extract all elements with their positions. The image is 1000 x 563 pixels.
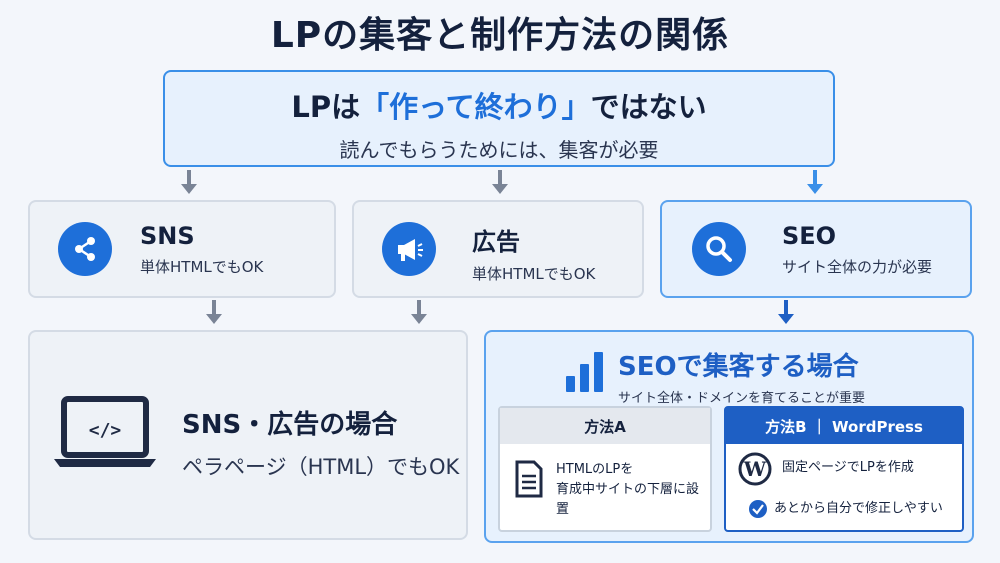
bar-chart-icon <box>562 348 608 398</box>
method-b-line1: 固定ページでLPを作成 <box>782 460 914 475</box>
top-subtitle: 読んでもらうためには、集客が必要 <box>339 138 659 162</box>
method-b-line2: あとから自分で修正しやすい <box>774 501 943 516</box>
document-icon <box>514 460 544 502</box>
seo-case-subtitle: サイト全体・ドメインを育てることが重要 <box>618 391 866 406</box>
svg-text:</>: </> <box>89 420 122 441</box>
method-b-card: 方法B ｜ WordPress W 固定ページでLPを作成 あとから自分で修正し… <box>724 406 964 532</box>
wordpress-icon: W <box>738 452 772 490</box>
method-a-header: 方法A <box>500 408 710 444</box>
top-heading-highlight: 「作って終わり」 <box>360 90 591 124</box>
megaphone-icon <box>382 222 436 276</box>
share-icon <box>58 222 112 276</box>
arrow-ads-to-case <box>411 300 427 324</box>
check-circle-icon <box>748 499 768 523</box>
channel-title: 広告 <box>472 228 520 256</box>
channel-title: SNS <box>140 222 195 250</box>
method-b-header: 方法B ｜ WordPress <box>726 408 962 444</box>
arrow-sns-to-case <box>206 300 222 324</box>
svg-text:W: W <box>743 457 767 481</box>
channel-subtitle: サイト全体の力が必要 <box>782 258 933 276</box>
top-heading: LPは「作って終わり」ではない <box>165 84 833 126</box>
arrow-to-sns <box>181 170 197 194</box>
page-title: LPの集客と制作方法の関係 <box>270 15 730 56</box>
channel-card-sns: SNS 単体HTMLでもOK <box>28 200 336 298</box>
search-icon <box>692 222 746 276</box>
seo-case-title: SEOで集客する場合 <box>618 352 859 382</box>
top-heading-suffix: ではない <box>590 90 707 124</box>
sns-ads-case-title: SNS・広告の場合 <box>182 410 398 440</box>
channel-card-ads: 広告 単体HTMLでもOK <box>352 200 644 298</box>
channel-card-seo: SEO サイト全体の力が必要 <box>660 200 972 298</box>
channel-subtitle: 単体HTMLでもOK <box>140 258 264 276</box>
laptop-code-icon: </> <box>50 395 160 475</box>
arrow-to-ads <box>492 170 508 194</box>
top-heading-prefix: LPは <box>291 90 361 124</box>
method-a-line2: 育成中サイトの下層に設置 <box>556 482 700 517</box>
sns-ads-case-box: </> SNS・広告の場合 ペラページ（HTML）でもOK <box>28 330 468 540</box>
seo-case-box: SEOで集客する場合 サイト全体・ドメインを育てることが重要 方法A HTMLの… <box>484 330 974 543</box>
arrow-to-seo <box>807 170 823 194</box>
method-a-card: 方法A HTMLのLPを 育成中サイトの下層に設置 <box>498 406 712 532</box>
arrow-seo-to-case <box>778 300 794 324</box>
top-message-box: LPは「作って終わり」ではない 読んでもらうためには、集客が必要 <box>163 70 835 167</box>
channel-title: SEO <box>782 222 837 250</box>
channel-subtitle: 単体HTMLでもOK <box>472 265 596 283</box>
sns-ads-case-subtitle: ペラページ（HTML）でもOK <box>182 455 460 479</box>
method-a-line1: HTMLのLPを <box>556 462 634 477</box>
